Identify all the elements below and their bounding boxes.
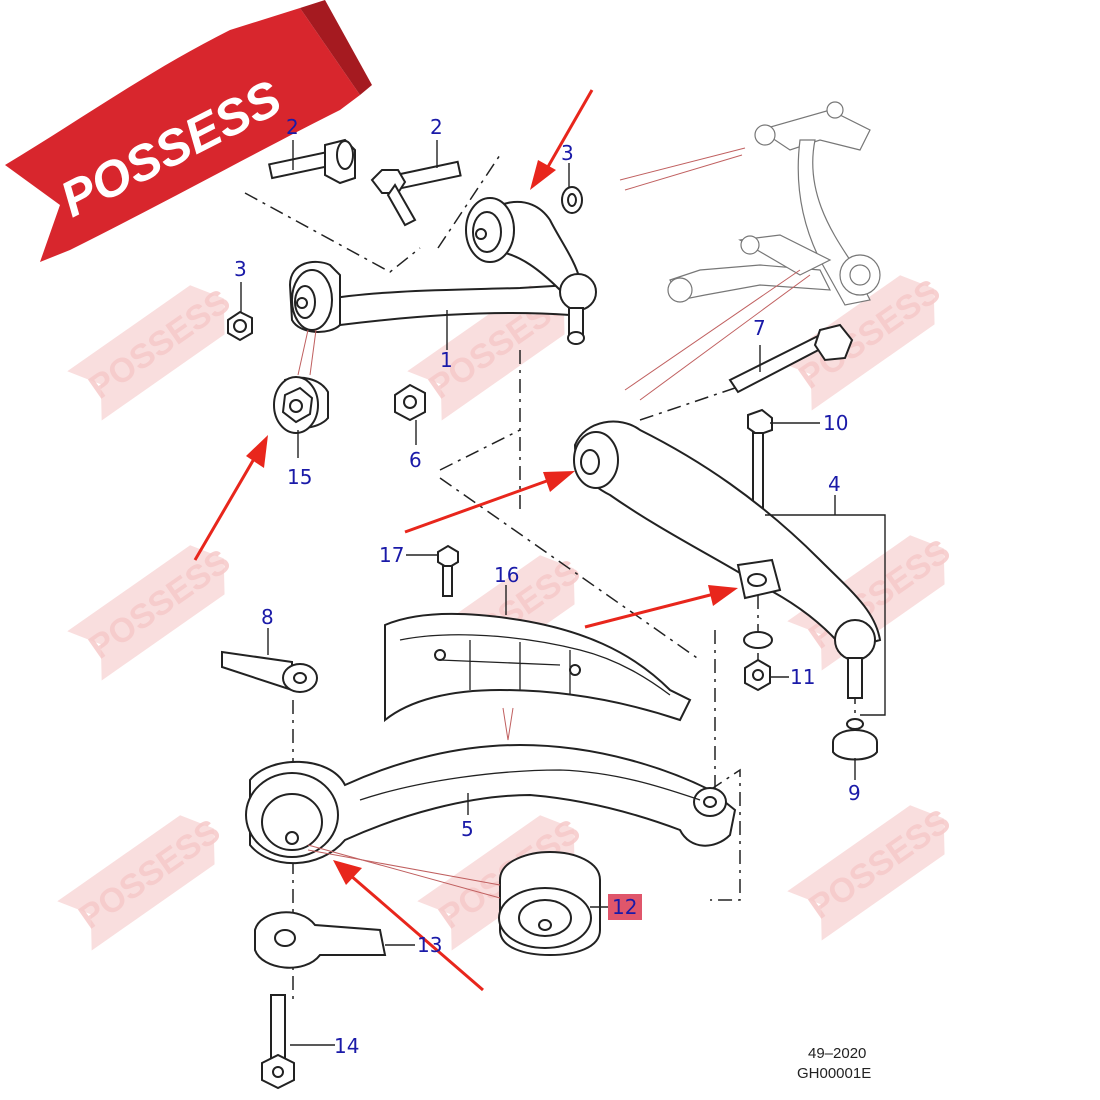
arrow-icon bbox=[584, 585, 738, 629]
label-11: 11 bbox=[790, 665, 815, 689]
label-2a: 2 bbox=[286, 115, 299, 139]
label-10: 10 bbox=[823, 411, 848, 435]
arrow-icon bbox=[333, 860, 484, 992]
cam-bolt-2a[interactable] bbox=[268, 138, 356, 185]
highlight-box-12 bbox=[608, 894, 642, 920]
label-2b: 2 bbox=[430, 115, 443, 139]
drawing-codes: 49–2020 GH00001E bbox=[797, 1045, 871, 1082]
label-15: 15 bbox=[287, 465, 312, 489]
washer-3b[interactable] bbox=[561, 186, 583, 214]
label-17: 17 bbox=[379, 543, 404, 567]
lower-control-arm-5[interactable] bbox=[245, 743, 737, 865]
nut-6[interactable] bbox=[394, 383, 426, 422]
brand-banner: POSSESS bbox=[5, 0, 372, 262]
cam-bolt-2b[interactable] bbox=[370, 160, 462, 227]
label-6: 6 bbox=[409, 448, 422, 472]
label-9: 9 bbox=[848, 781, 861, 805]
drawing-code-2: GH00001E bbox=[797, 1065, 871, 1082]
upper-control-arm[interactable] bbox=[288, 197, 597, 345]
label-1: 1 bbox=[440, 348, 453, 372]
drawing-code-1: 49–2020 bbox=[808, 1045, 866, 1062]
watermark-text: POSSESS bbox=[82, 282, 237, 406]
arrow-icon bbox=[404, 471, 575, 534]
part-labels: 2 2 3 3 1 6 7 10 4 15 17 16 8 11 9 5 12 … bbox=[234, 115, 861, 1058]
rear-link-4[interactable] bbox=[573, 420, 882, 699]
splash-shield-16[interactable] bbox=[384, 612, 692, 723]
bushing-15[interactable] bbox=[273, 376, 329, 434]
bolt-17[interactable] bbox=[437, 544, 459, 597]
bolt-7[interactable] bbox=[728, 323, 854, 394]
arrow-icon bbox=[530, 89, 594, 190]
bushing-12[interactable] bbox=[498, 850, 601, 957]
watermark: POSSESS bbox=[787, 802, 957, 941]
nut-3a[interactable] bbox=[227, 310, 253, 342]
label-14: 14 bbox=[334, 1034, 359, 1058]
bolt-10[interactable] bbox=[747, 408, 773, 509]
label-13: 13 bbox=[417, 933, 442, 957]
bracket-13[interactable] bbox=[254, 911, 387, 969]
watermark: POSSESS bbox=[67, 542, 237, 681]
label-12: 12 bbox=[612, 895, 637, 919]
watermark: POSSESS bbox=[57, 812, 227, 951]
watermark: POSSESS bbox=[67, 282, 237, 421]
banner-shape bbox=[5, 8, 360, 262]
reference-assembly bbox=[619, 101, 881, 401]
arrow-icon bbox=[193, 435, 268, 561]
watermark-text: POSSESS bbox=[72, 812, 227, 936]
callout-arrows bbox=[193, 89, 738, 992]
watermark-text: POSSESS bbox=[82, 542, 237, 666]
nut-9[interactable] bbox=[832, 718, 878, 761]
label-8: 8 bbox=[261, 605, 274, 629]
watermark-text: POSSESS bbox=[802, 802, 957, 926]
nut-11[interactable] bbox=[743, 631, 773, 692]
label-16: 16 bbox=[494, 563, 519, 587]
label-5: 5 bbox=[461, 817, 474, 841]
leader-lines bbox=[240, 140, 886, 1046]
label-4: 4 bbox=[828, 472, 841, 496]
link-8[interactable] bbox=[221, 650, 318, 693]
label-3b: 3 bbox=[561, 141, 574, 165]
label-7: 7 bbox=[753, 316, 766, 340]
bolt-14[interactable] bbox=[261, 994, 295, 1090]
label-3a: 3 bbox=[234, 257, 247, 281]
